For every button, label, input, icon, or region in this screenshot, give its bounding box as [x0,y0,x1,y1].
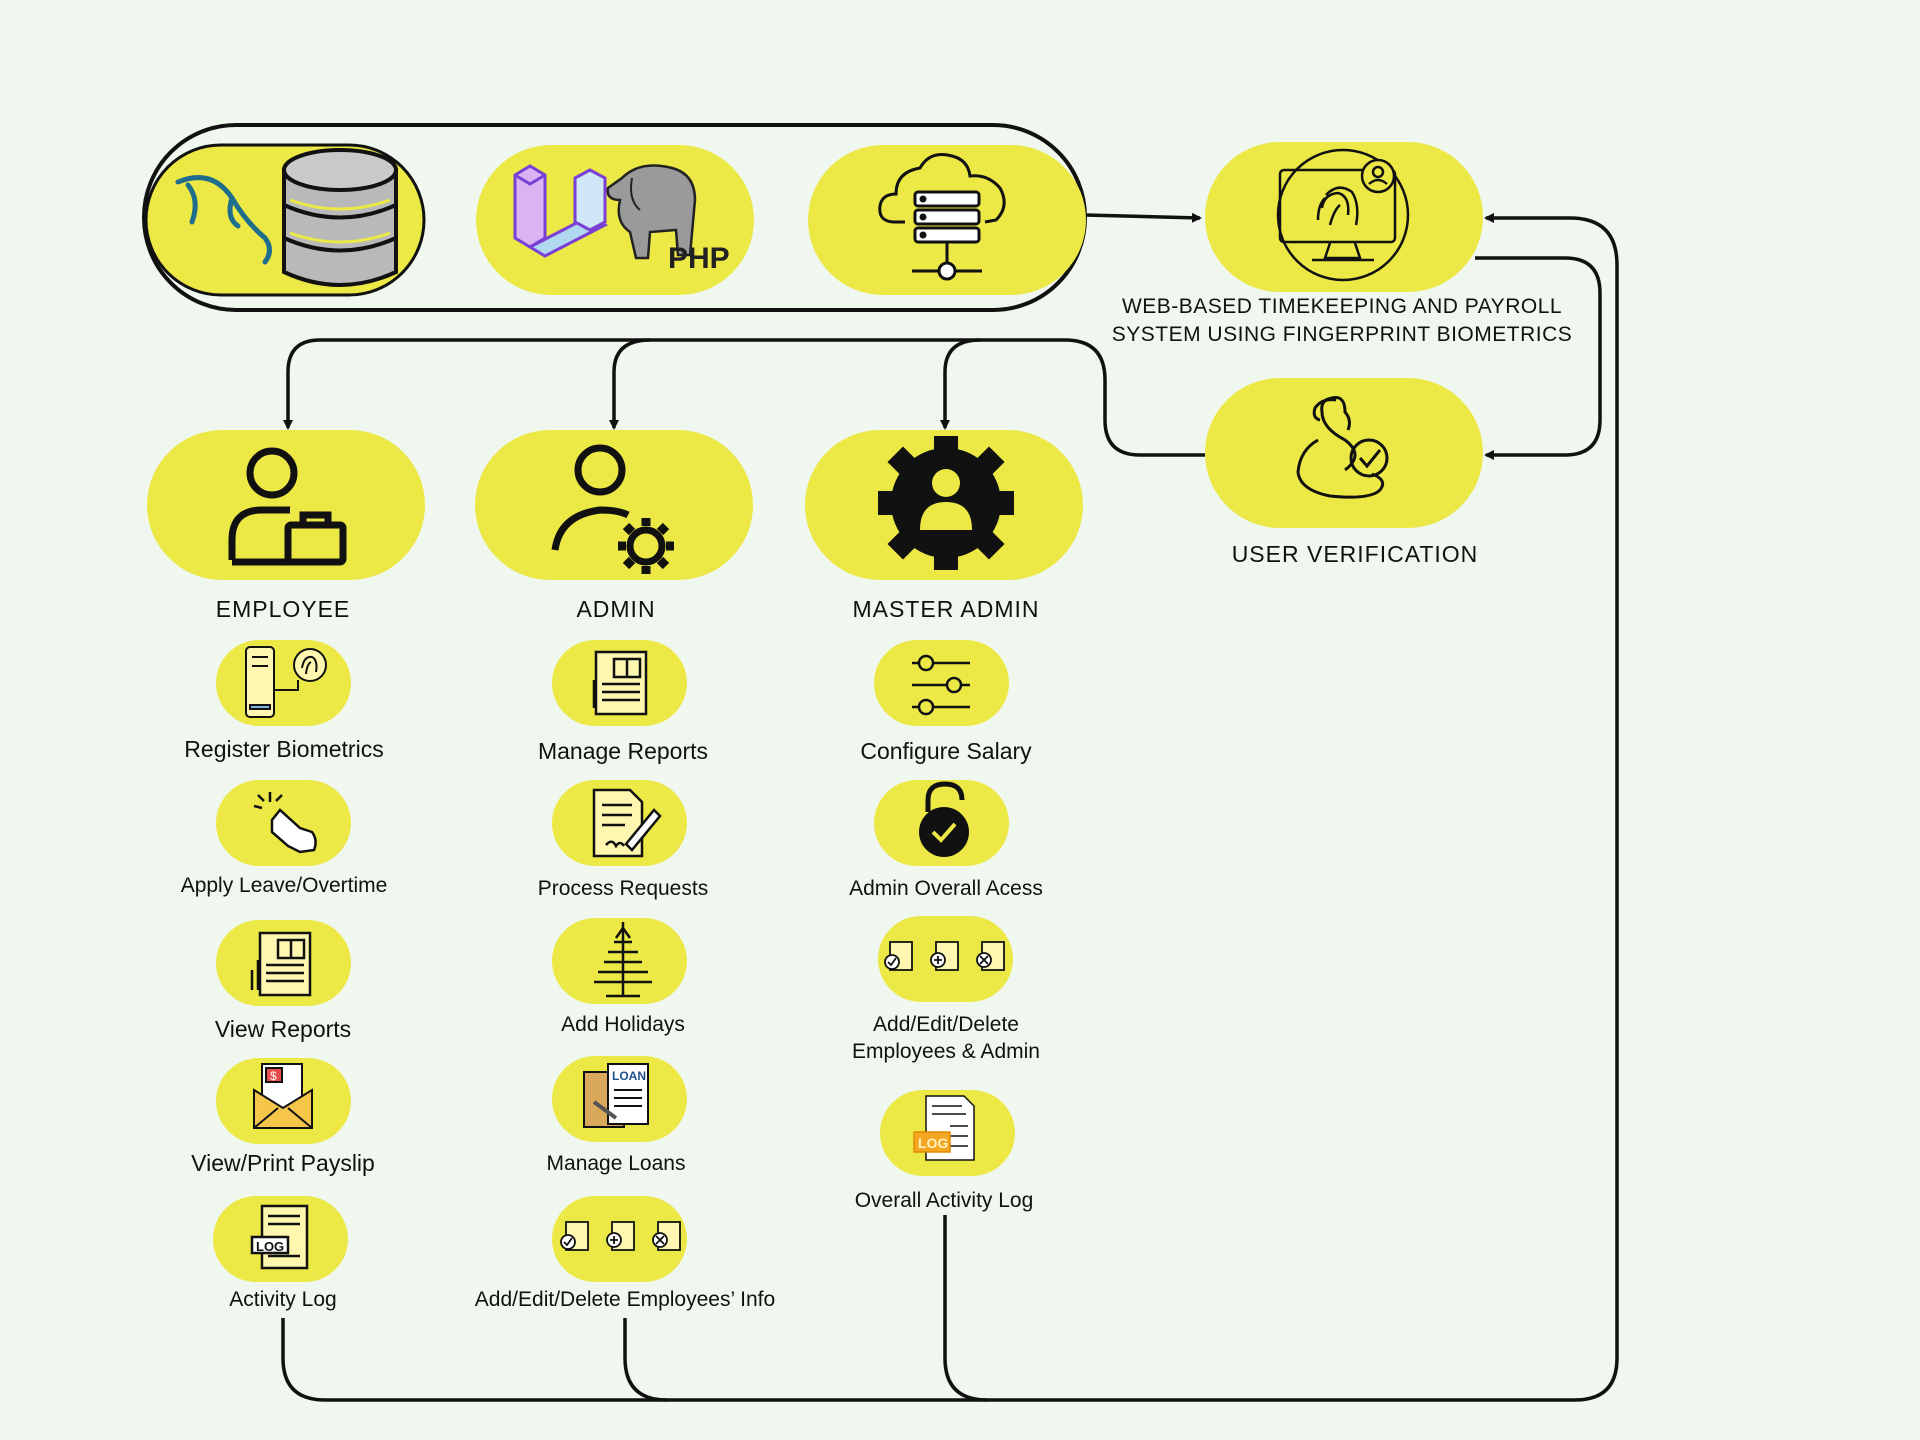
arrow-to-admin [609,338,651,430]
employee-briefcase-icon [228,447,347,566]
manage-loans-label: Manage Loans [546,1152,686,1175]
add-edit-delete-info-label: Add/Edit/Delete Employees’ Info [474,1288,776,1311]
php-text: PHP [668,242,730,275]
server-pill [808,145,1086,295]
system-pill [1205,142,1483,292]
fingerprint-scanner-icon [245,646,327,718]
add-holidays-item [552,918,687,1004]
overall-activity-log-item: LOG [880,1090,1015,1176]
arrow-system-to-verification [1475,256,1602,460]
log-document-icon: LOG [250,1204,309,1270]
loan-document-icon: LOAN [583,1063,649,1128]
add-edit-delete-label-line2: Employees & Admin [852,1040,1040,1063]
system-title-line1: WEB-BASED TIMEKEEPING AND PAYROLL [1121,295,1563,318]
add-edit-delete-label-line1: Add/Edit/Delete [873,1013,1019,1036]
payslip-envelope-icon: $ [253,1063,313,1129]
mysql-dolphin-icon [175,175,272,265]
christmas-tree-icon [594,922,652,998]
admin-item-icons: LOAN [552,640,687,1282]
admin-pill [475,430,753,580]
configure-salary-item [874,640,1009,726]
connectors [281,212,1619,1402]
apply-leave-item [216,780,351,866]
report-document-icon [250,931,312,997]
arrow-to-employee [283,338,1205,457]
master-admin-pill [805,430,1083,580]
manage-loans-item: LOAN [552,1056,687,1142]
employee-item-icons: $ LOG [213,640,351,1282]
activity-log-label: Activity Log [229,1288,337,1311]
add-edit-delete-info-item [552,1196,687,1282]
cloud-server-icon [878,153,1006,281]
system-title-line2: SYSTEM USING FINGERPRINT BIOMETRICS [1111,323,1573,346]
sliders-icon [912,654,970,716]
add-holidays-label: Add Holidays [561,1013,685,1036]
register-biometrics-item [216,640,351,726]
activity-log-item: LOG [213,1196,348,1282]
apply-leave-label: Apply Leave/Overtime [180,874,388,897]
add-edit-delete-employees-admin-item [878,916,1013,1002]
hand-click-icon [253,792,317,854]
report-document-icon [592,650,648,716]
view-payslip-label: View/Print Payslip [191,1150,375,1176]
arrow-to-master [940,338,981,430]
mysql-pill [144,143,426,297]
fingerprint-monitor-icon [1276,148,1410,282]
manage-reports-item [552,640,687,726]
admin-access-item [874,780,1009,866]
laravel-icon [513,164,609,258]
log-text: LOG [256,1239,284,1254]
line-admin-return [623,1318,668,1402]
employee-title: EMPLOYEE [215,596,351,622]
arrow-return-to-system [281,213,1619,1402]
log-document-icon: LOG [913,1095,975,1161]
process-requests-label: Process Requests [537,877,709,900]
user-check-icon [1296,396,1389,499]
employee-pill [147,430,425,580]
dollar-sign: $ [270,1069,277,1083]
add-edit-delete-icons [884,941,1005,971]
view-payslip-item: $ [216,1058,351,1144]
configure-salary-label: Configure Salary [860,738,1032,764]
user-verification-label: USER VERIFICATION [1231,541,1479,567]
document-pen-icon [592,788,662,858]
admin-gear-user-icon [551,444,674,574]
view-reports-item [216,920,351,1006]
manage-reports-label: Manage Reports [537,738,709,764]
php-elephant-icon: PHP [606,164,730,275]
database-icon [282,148,398,287]
register-biometrics-label: Register Biometrics [184,736,384,762]
admin-title: ADMIN [576,596,656,622]
master-admin-title: MASTER ADMIN [852,596,1040,622]
view-reports-label: View Reports [214,1016,352,1042]
admin-overall-access-label: Admin Overall Acess [849,877,1043,900]
laravel-php-pill: PHP [476,145,754,295]
overall-activity-log-label: Overall Activity Log [854,1189,1034,1212]
line-master-return [943,1215,988,1402]
add-edit-delete-icons [560,1221,681,1251]
master-item-icons: LOG [874,640,1015,1176]
master-gear-user-icon [878,436,1014,570]
process-requests-item [552,780,687,866]
loan-text: LOAN [612,1069,646,1083]
arrow-stack-to-system [1084,212,1202,223]
log-text: LOG [918,1135,948,1151]
verification-pill [1205,378,1483,528]
unlocked-padlock-icon [919,781,969,857]
system-title: WEB-BASED TIMEKEEPING AND PAYROLL SYSTEM… [1112,293,1573,349]
